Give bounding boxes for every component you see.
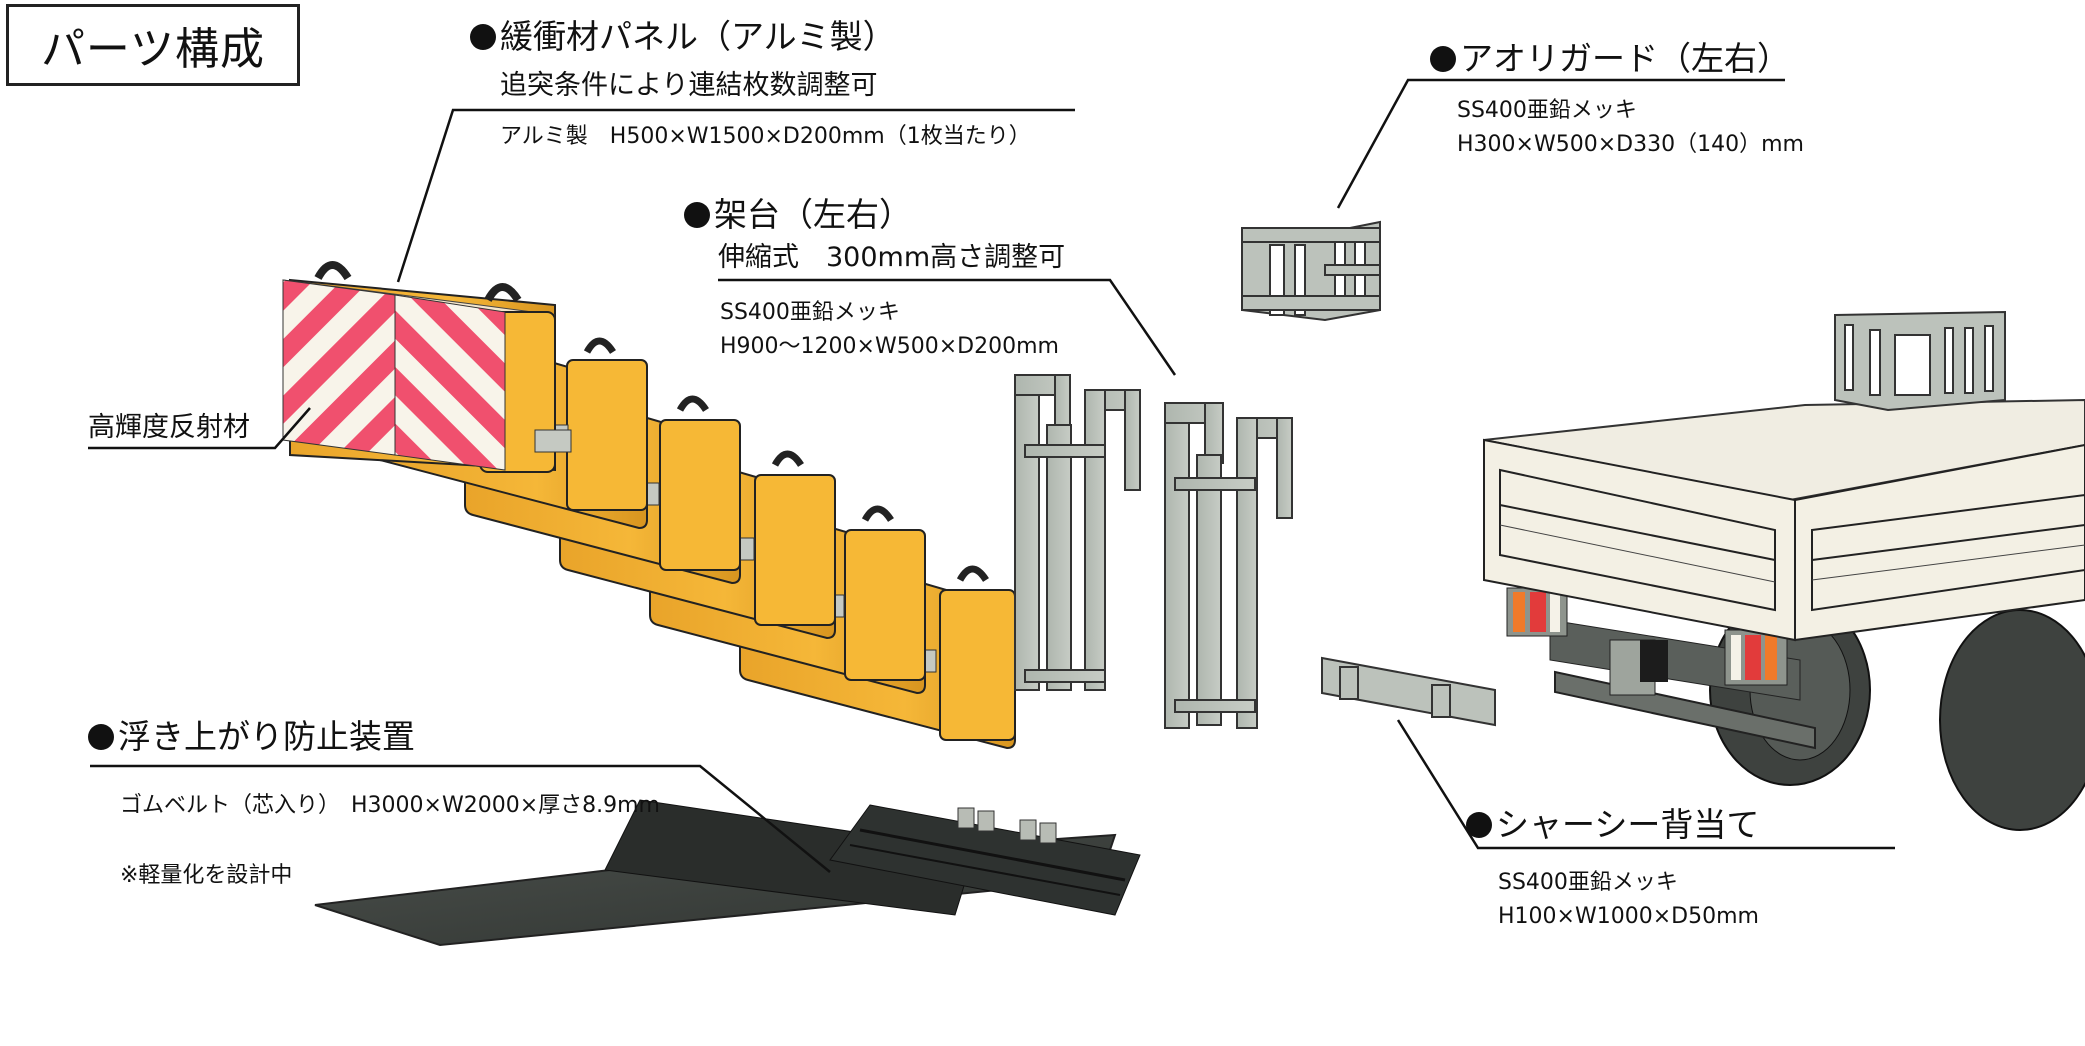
cushion-panel-subtitle: 追突条件により連結枚数調整可	[500, 70, 878, 101]
frame-material: SS400亜鉛メッキ	[720, 300, 900, 325]
chassis-backstop-material: SS400亜鉛メッキ	[1498, 870, 1678, 895]
bullet-icon	[1466, 812, 1492, 838]
bullet-icon	[684, 202, 710, 228]
frame-subtitle: 伸縮式 300mm高さ調整可	[718, 242, 1066, 273]
chassis-backstop-spec: H100×W1000×D50mm	[1498, 904, 1759, 929]
truck-illustration	[1483, 310, 2085, 831]
bullet-icon	[1430, 46, 1456, 72]
leader-aori-guard	[1336, 78, 1785, 209]
chassis-backstop-heading: シャーシー背当て	[1466, 808, 1759, 841]
leader-chassis-backstop	[1396, 719, 1895, 850]
frame-spec: H900〜1200×W500×D200mm	[720, 334, 1059, 359]
tail-light-right	[1724, 629, 1788, 686]
leader-cushion-panel	[396, 108, 1075, 283]
frame-name: 架台（左右）	[714, 195, 912, 234]
cushion-panel-heading: 緩衝材パネル（アルミ製）	[470, 20, 896, 53]
frame-right	[1164, 402, 1293, 729]
frame-heading: 架台（左右）	[684, 198, 912, 231]
cushion-panel-front	[282, 261, 572, 473]
cushion-panel-stack	[282, 261, 1016, 750]
frame-left	[1014, 374, 1141, 691]
cushion-panel-name: 緩衝材パネル（アルミ製）	[500, 17, 896, 56]
lift-prevention-heading: 浮き上がり防止装置	[88, 720, 415, 753]
aori-guard-material: SS400亜鉛メッキ	[1457, 98, 1637, 123]
leader-lines	[88, 78, 1895, 873]
aori-guard-heading: アオリガード（左右）	[1430, 42, 1790, 75]
lift-prevention-note: ※軽量化を設計中	[120, 863, 293, 888]
leader-reflector	[88, 407, 311, 450]
leader-frame	[718, 278, 1177, 376]
aori-guard-spec: H300×W500×D330（140）mm	[1457, 132, 1804, 157]
chassis-backstop-name: シャーシー背当て	[1496, 805, 1760, 844]
tail-light-left	[1506, 587, 1568, 637]
aori-guard-part	[1241, 220, 1381, 322]
reflector-sheet	[282, 279, 506, 471]
aori-guard-name: アオリガード（左右）	[1460, 39, 1790, 78]
rubber-belt-part	[314, 799, 1141, 947]
cushion-panel-spec: アルミ製 H500×W1500×D200mm（1枚当たり）	[500, 124, 1031, 149]
reflector-label: 高輝度反射材	[88, 412, 250, 443]
aori-guard-mounted	[1834, 310, 2006, 412]
chassis-backstop-part	[1321, 656, 1496, 727]
leader-lift-prevention	[90, 764, 831, 873]
lift-prevention-spec: ゴムベルト（芯入り） H3000×W2000×厚さ8.9mm	[120, 793, 660, 818]
bullet-icon	[470, 24, 496, 50]
page-title: パーツ構成	[6, 4, 300, 86]
lift-prevention-name: 浮き上がり防止装置	[118, 717, 415, 756]
bullet-icon	[88, 724, 114, 750]
